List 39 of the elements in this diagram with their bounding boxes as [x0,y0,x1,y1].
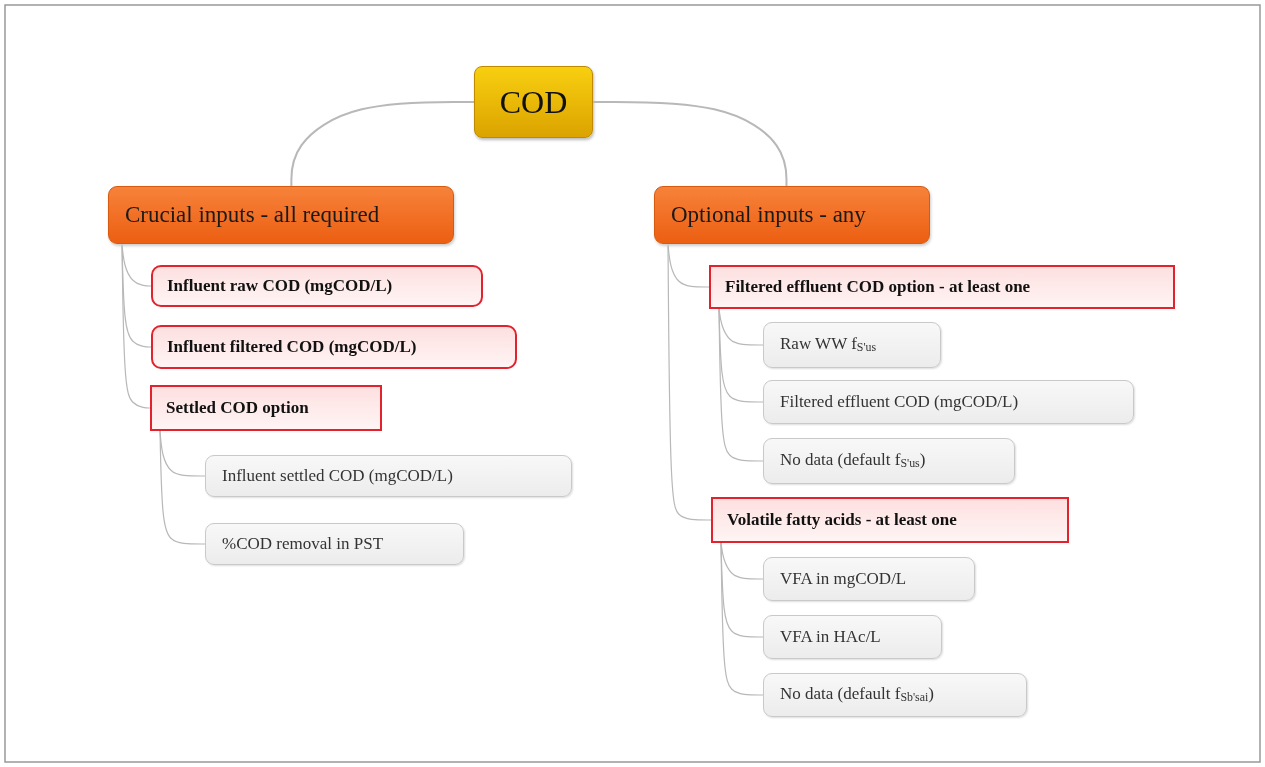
topic-label: %COD removal in PST [222,534,384,554]
option-topic-box [763,438,1015,484]
topic-label: Filtered effluent COD option - at least one [725,277,1031,297]
topic-label: No data (default f$_{S'us}$) [780,450,926,472]
main-topic-box [108,186,454,244]
required-topic-box [150,385,382,431]
topic-label: Filtered effluent COD (mgCOD/L) [780,392,1019,412]
option-topic-box [763,615,942,659]
option-topic-box [763,673,1027,717]
topic-label: Crucial inputs - all required [125,202,380,228]
connector-line [592,101,788,187]
required-topic-box [151,325,517,369]
topic-label: Optional inputs - any [671,202,866,228]
connector-line [667,243,712,521]
connector-line [720,542,764,696]
root-topic-box [474,66,593,138]
connector-line [159,430,206,545]
topic-label: Influent raw COD (mgCOD/L) [167,276,393,296]
required-topic-box [709,265,1175,309]
option-topic-box [763,557,975,601]
option-topic-box [205,455,572,497]
topic-label: Influent filtered COD (mgCOD/L) [167,337,417,357]
option-topic-box [205,523,464,565]
connector-line [290,101,475,187]
topic-label: Settled COD option [166,398,309,418]
connector-line [718,308,764,462]
topic-label: VFA in HAc/L [780,627,881,647]
connector-line [121,243,151,409]
required-topic-box [711,497,1069,543]
main-topic-box [654,186,930,244]
topic-label: COD [499,83,568,121]
topic-label: VFA in mgCOD/L [780,569,907,589]
topic-label: Volatile fatty acids - at least one [727,510,957,530]
topic-label: Raw WW f$_{S'us}$ [780,334,877,356]
topic-label: Influent settled COD (mgCOD/L) [222,466,453,486]
required-topic-box [151,265,483,307]
topic-label: No data (default f$_{Sb'sai}$) [780,684,934,706]
option-topic-box [763,380,1134,424]
option-topic-box [763,322,941,368]
